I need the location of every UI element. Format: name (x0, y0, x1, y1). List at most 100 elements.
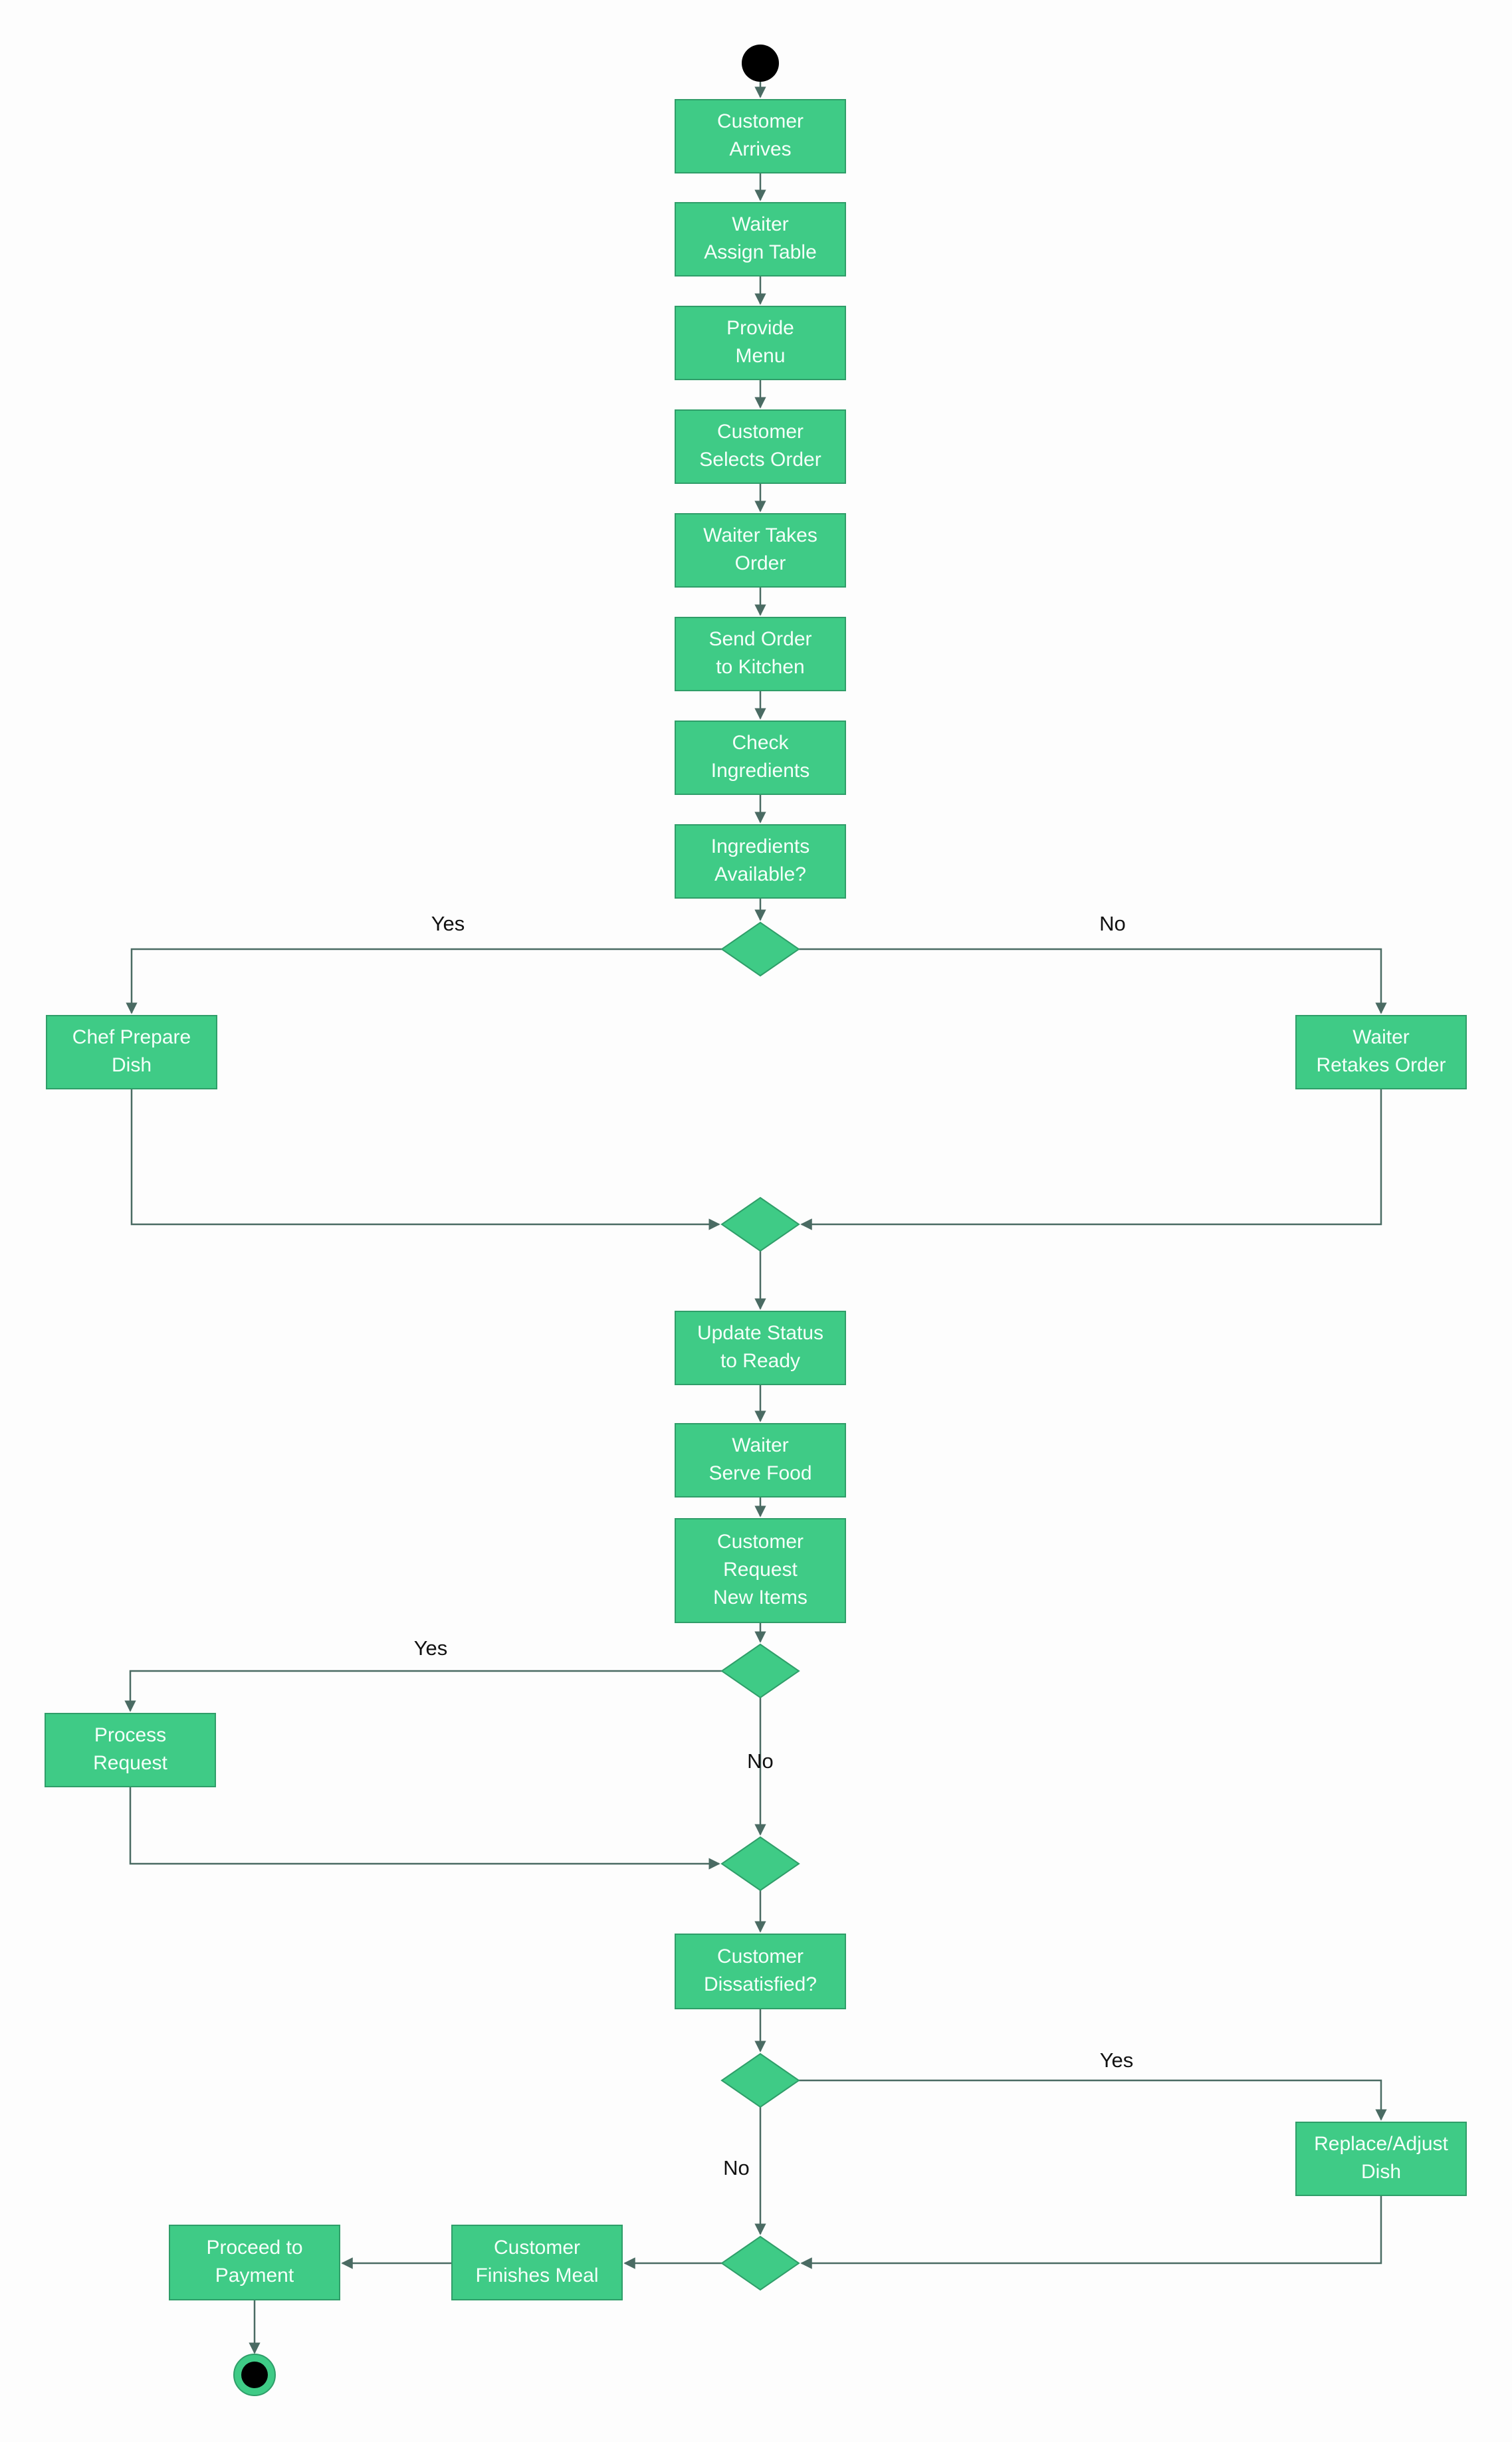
node-label-line: Provide (726, 317, 794, 339)
end-node-icon (233, 2354, 276, 2396)
node-d2-decision-diamond[interactable] (720, 1643, 800, 1699)
node-shape (675, 617, 846, 691)
node-label-line: Request (723, 1559, 798, 1581)
node-label-line: Arrives (729, 138, 791, 160)
node-label-line: Waiter (1352, 1026, 1410, 1048)
node-label-line: Order (735, 552, 786, 574)
edge-label-no-e2: No (1099, 912, 1126, 935)
edge-retakes-to-merge1 (800, 1089, 1382, 1230)
node-m2-decision-diamond[interactable] (720, 1836, 800, 1892)
node-label-line: Customer (494, 2237, 580, 2259)
node-d3-decision-diamond[interactable] (720, 2053, 800, 2108)
node-label-line: Customer (717, 1531, 804, 1553)
node-shape (675, 1934, 846, 2009)
node-label-line: Dissatisfied? (704, 1973, 817, 1995)
node-label-line: Replace/Adjust (1314, 2133, 1448, 2155)
node-label-line: Update Status (697, 1322, 823, 1344)
node-label-line: Selects Order (699, 449, 821, 471)
node-label-line: Menu (735, 345, 785, 367)
node-label-line: Proceed to (206, 2237, 302, 2259)
node-shape (675, 99, 846, 173)
node-shape (675, 1518, 846, 1623)
edge-label-no-e4: No (747, 1749, 774, 1773)
node-label-line: Dish (1361, 2161, 1401, 2183)
node-label-line: Customer (717, 110, 804, 132)
node-m1-decision-diamond[interactable] (720, 1196, 800, 1252)
node-label-line: Check (732, 732, 789, 754)
edge-decision2-yes-to-process (124, 1670, 722, 1712)
node-label-line: to Ready (720, 1350, 800, 1372)
node-label-line: Serve Food (708, 1462, 811, 1484)
node-label-line: Finishes Meal (475, 2265, 598, 2286)
node-shape (675, 1423, 846, 1498)
node-shape (1295, 2122, 1467, 2196)
edge-decision1-no-to-retakes (799, 948, 1387, 1014)
node-shape (675, 202, 846, 277)
node-label-line: Request (93, 1752, 167, 1774)
node-shape (46, 1015, 217, 1089)
node-shape (1295, 1015, 1467, 1089)
node-label-line: New Items (713, 1587, 808, 1609)
decision-diamond-shape (720, 921, 800, 977)
node-label-line: to Kitchen (716, 656, 804, 678)
edge-label-no-e6: No (723, 2156, 750, 2179)
edges-layer (124, 81, 1387, 2354)
node-proceed-to-payment[interactable]: Proceed to Payment (169, 2225, 340, 2300)
node-label-line: Payment (215, 2265, 294, 2286)
node-shape (675, 824, 846, 899)
edge-label-yes-e1: Yes (431, 912, 465, 935)
node-shape (675, 721, 846, 795)
node-label-line: Chef Prepare (72, 1026, 191, 1048)
node-label-line: Waiter (732, 213, 789, 235)
node-label-line: Customer (717, 1945, 804, 1967)
node-send-order-to-kitchen[interactable]: Send Order to Kitchen (675, 617, 846, 691)
edge-decision3-yes-to-replace (799, 2079, 1387, 2121)
node-update-status-to-ready[interactable]: Update Status to Ready (675, 1311, 846, 1385)
node-shape (45, 1713, 216, 1787)
node-m3-decision-diamond[interactable] (720, 2235, 800, 2291)
node-label-line: Send Order (708, 628, 811, 650)
node-label-line: Retakes Order (1316, 1054, 1446, 1076)
node-shape (675, 409, 846, 484)
node-label-line: Waiter (732, 1434, 789, 1456)
node-label-line: Available? (714, 863, 806, 885)
decision-diamond-shape (720, 1196, 800, 1252)
start-node-icon (742, 45, 779, 82)
node-label-line: Ingredients (711, 835, 810, 857)
edge-label-yes-e5: Yes (1100, 2049, 1134, 2072)
node-shape (675, 513, 846, 588)
node-label-line: Process (94, 1724, 166, 1746)
decision-diamond-shape (720, 1643, 800, 1699)
node-d1-decision-diamond[interactable] (720, 921, 800, 977)
node-shape (675, 1311, 846, 1385)
node-shape (675, 306, 846, 380)
node-shape (451, 2225, 623, 2300)
node-label-line: Customer (717, 421, 804, 443)
edge-process-to-merge2 (129, 1787, 720, 1870)
decision-diamond-shape (720, 2235, 800, 2291)
node-label-line: Assign Table (704, 241, 817, 263)
edge-label-yes-e3: Yes (414, 1636, 448, 1660)
node-label-line: Waiter Takes (703, 524, 817, 546)
edge-chef-to-merge1 (130, 1089, 720, 1230)
decision-diamond-shape (720, 1836, 800, 1892)
edge-replace-to-merge3 (800, 2195, 1382, 2269)
